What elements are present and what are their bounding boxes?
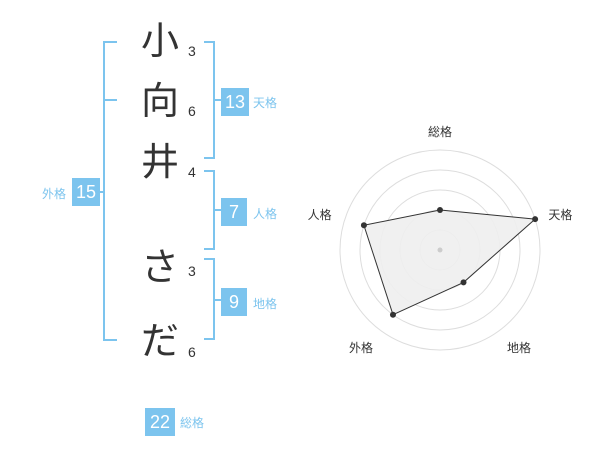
radar-point-3	[460, 279, 467, 286]
jinkaku-bracket-tick	[215, 209, 221, 211]
soukaku-value-box: 22	[145, 408, 175, 436]
tenkaku-bracket-tick	[215, 99, 221, 101]
radar-point-4	[389, 311, 396, 318]
radar-center-dot	[437, 247, 443, 253]
gaikaku-bracket-tick-top	[103, 99, 117, 101]
tenkaku-value-box: 13	[221, 88, 249, 116]
stroke-count-4: 3	[188, 263, 196, 279]
radar-point-1	[437, 207, 443, 213]
gaikaku-bracket	[103, 41, 117, 341]
chikaku-bracket	[204, 258, 215, 340]
stroke-count-2: 6	[188, 103, 196, 119]
chikaku-label: 地格	[253, 297, 278, 311]
name-char-5: だ	[141, 319, 180, 363]
radar-axis-label-3: 地格	[507, 340, 531, 355]
stroke-count-1: 3	[188, 43, 196, 59]
tenkaku-bracket	[204, 41, 215, 159]
gaikaku-label: 外格	[42, 187, 67, 201]
radar-grid-ring-5	[339, 149, 541, 351]
radar-point-5	[360, 222, 367, 229]
name-char-3: 井	[141, 140, 180, 184]
radar-point-2	[532, 216, 539, 223]
radar-axis-label-4: 外格	[349, 340, 373, 355]
radar-data-polygon	[363, 209, 537, 316]
soukaku-label: 総格	[180, 416, 205, 430]
jinkaku-bracket	[204, 170, 215, 250]
radar-axis-label-2: 天格	[548, 207, 572, 222]
jinkaku-label: 人格	[253, 207, 278, 221]
name-char-1: 小	[141, 19, 180, 63]
stroke-count-5: 6	[188, 344, 196, 360]
jinkaku-value-box: 7	[221, 198, 247, 226]
gaikaku-bracket-tick-left	[97, 191, 103, 193]
tenkaku-label: 天格	[253, 96, 278, 110]
name-char-4: さ	[141, 245, 180, 289]
gaikaku-value-box: 15	[72, 178, 100, 206]
radar-axis-label-1: 総格	[428, 124, 452, 139]
radar-grid-ring-4	[359, 169, 521, 331]
name-char-2: 向	[141, 79, 180, 123]
chikaku-bracket-tick	[215, 299, 221, 301]
stroke-count-3: 4	[188, 164, 196, 180]
radar-axis-label-5: 人格	[308, 207, 332, 222]
chikaku-value-box: 9	[221, 288, 247, 316]
